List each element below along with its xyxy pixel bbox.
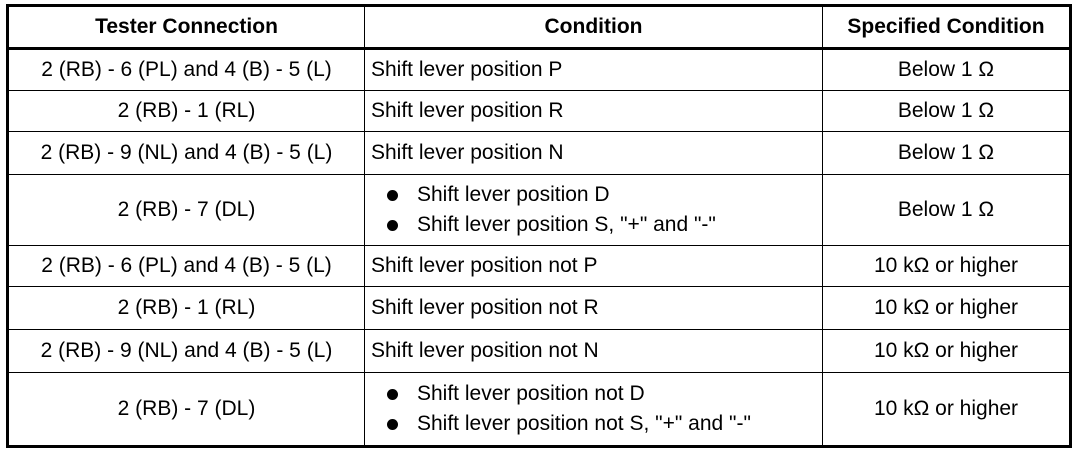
table-row: 2 (RB) - 1 (RL) Shift lever position not… xyxy=(7,286,1071,330)
condition-bullet-text: Shift lever position not D xyxy=(417,382,645,405)
condition-bullet-item: Shift lever position not S, "+" and "-" xyxy=(387,409,818,439)
table-row: 2 (RB) - 6 (PL) and 4 (B) - 5 (L) Shift … xyxy=(7,245,1071,287)
header-specified-condition: Specified Condition xyxy=(822,5,1071,50)
condition-cell: Shift lever position P xyxy=(364,48,823,91)
table-row: 2 (RB) - 9 (NL) and 4 (B) - 5 (L) Shift … xyxy=(7,131,1071,175)
table-row: 2 (RB) - 6 (PL) and 4 (B) - 5 (L) Shift … xyxy=(7,48,1071,91)
specified-condition-cell: 10 kΩ or higher xyxy=(822,372,1071,447)
specified-condition-cell: Below 1 Ω xyxy=(822,90,1071,132)
condition-cell: Shift lever position R xyxy=(364,90,823,132)
header-row: Tester Connection Condition Specified Co… xyxy=(7,5,1071,50)
bullet-icon xyxy=(387,389,398,400)
condition-cell: Shift lever position not N xyxy=(364,329,823,373)
table-body: 2 (RB) - 6 (PL) and 4 (B) - 5 (L) Shift … xyxy=(7,48,1071,447)
specified-condition-cell: Below 1 Ω xyxy=(822,174,1071,246)
specified-condition-cell: 10 kΩ or higher xyxy=(822,286,1071,330)
condition-bullet-list: Shift lever position D Shift lever posit… xyxy=(371,180,818,240)
specified-condition-cell: Below 1 Ω xyxy=(822,48,1071,91)
tester-connection-cell: 2 (RB) - 9 (NL) and 4 (B) - 5 (L) xyxy=(7,131,365,175)
table-row: 2 (RB) - 7 (DL) Shift lever position not… xyxy=(7,372,1071,447)
tester-connection-cell: 2 (RB) - 1 (RL) xyxy=(7,90,365,132)
condition-cell: Shift lever position not P xyxy=(364,245,823,287)
condition-cell: Shift lever position D Shift lever posit… xyxy=(364,174,823,246)
condition-bullet-item: Shift lever position not D xyxy=(387,379,818,409)
specification-table: Tester Connection Condition Specified Co… xyxy=(6,4,1072,448)
tester-connection-cell: 2 (RB) - 6 (PL) and 4 (B) - 5 (L) xyxy=(7,245,365,287)
condition-bullet-text: Shift lever position D xyxy=(417,183,610,206)
table-header: Tester Connection Condition Specified Co… xyxy=(7,5,1071,50)
specified-condition-cell: 10 kΩ or higher xyxy=(822,245,1071,287)
header-tester-connection: Tester Connection xyxy=(7,5,365,50)
condition-bullet-list: Shift lever position not D Shift lever p… xyxy=(371,379,818,439)
bullet-icon xyxy=(387,190,398,201)
header-condition: Condition xyxy=(364,5,823,50)
condition-bullet-text: Shift lever position not S, "+" and "-" xyxy=(417,412,751,435)
condition-bullet-text: Shift lever position S, "+" and "-" xyxy=(417,213,716,236)
condition-cell: Shift lever position N xyxy=(364,131,823,175)
tester-connection-cell: 2 (RB) - 6 (PL) and 4 (B) - 5 (L) xyxy=(7,48,365,91)
specified-condition-cell: Below 1 Ω xyxy=(822,131,1071,175)
table-row: 2 (RB) - 7 (DL) Shift lever position D S… xyxy=(7,174,1071,246)
tester-connection-cell: 2 (RB) - 7 (DL) xyxy=(7,174,365,246)
tester-connection-cell: 2 (RB) - 7 (DL) xyxy=(7,372,365,447)
specified-condition-cell: 10 kΩ or higher xyxy=(822,329,1071,373)
condition-cell: Shift lever position not R xyxy=(364,286,823,330)
condition-bullet-item: Shift lever position D xyxy=(387,180,818,210)
condition-cell: Shift lever position not D Shift lever p… xyxy=(364,372,823,447)
bullet-icon xyxy=(387,220,398,231)
condition-bullet-item: Shift lever position S, "+" and "-" xyxy=(387,210,818,240)
bullet-icon xyxy=(387,419,398,430)
tester-connection-cell: 2 (RB) - 9 (NL) and 4 (B) - 5 (L) xyxy=(7,329,365,373)
table-row: 2 (RB) - 9 (NL) and 4 (B) - 5 (L) Shift … xyxy=(7,329,1071,373)
table-row: 2 (RB) - 1 (RL) Shift lever position R B… xyxy=(7,90,1071,132)
tester-connection-cell: 2 (RB) - 1 (RL) xyxy=(7,286,365,330)
